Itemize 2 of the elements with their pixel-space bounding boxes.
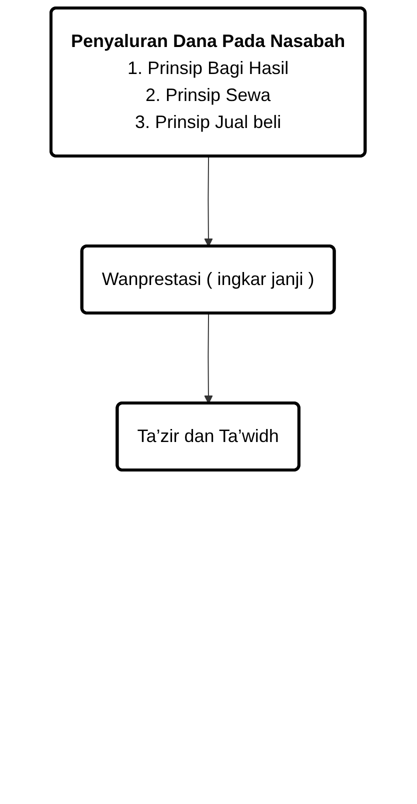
arrow (204, 313, 214, 404)
arrow (204, 156, 214, 247)
